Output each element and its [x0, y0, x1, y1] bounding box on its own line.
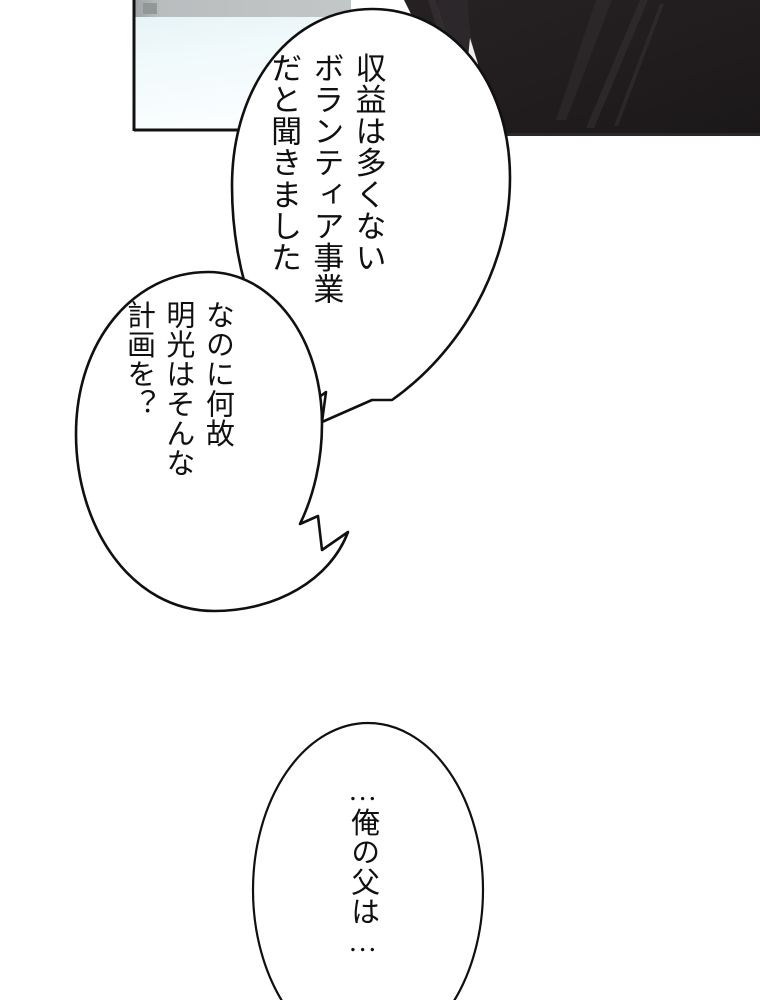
- bubble-2-line-2: 明光はそんな: [161, 300, 194, 478]
- speech-bubble-1: [230, 7, 512, 424]
- suit-hem-edge: [470, 133, 760, 136]
- speech-bubble-2: [74, 270, 350, 613]
- speech-bubble-3-text: …俺の父は…: [342, 775, 383, 985]
- bubble-3-line-1: …俺の父は…: [346, 775, 379, 959]
- suit-fold-b: [586, 0, 648, 128]
- speech-bubble-1-text: 収益は多くない ボランティア事業 だと聞きました: [262, 52, 388, 352]
- bubble-2-line-3: 計画を？: [122, 300, 155, 419]
- speech-bubble-3: [251, 721, 485, 1000]
- suit-fold-a: [556, 0, 612, 120]
- bubble-2-line-1: なのに何故: [201, 300, 234, 448]
- suit-fold-c: [614, 4, 664, 126]
- screen-titlebar: [135, 0, 351, 17]
- bubble-1-line-3: だと聞きました: [266, 52, 302, 274]
- bubble-1-line-1: 収益は多くない: [350, 52, 386, 274]
- speech-bubble-2-text: なのに何故 明光はそんな 計画を？: [118, 300, 236, 530]
- bubble-1-line-2: ボランティア事業: [308, 52, 344, 305]
- screen-titlebar-icon: [143, 3, 157, 14]
